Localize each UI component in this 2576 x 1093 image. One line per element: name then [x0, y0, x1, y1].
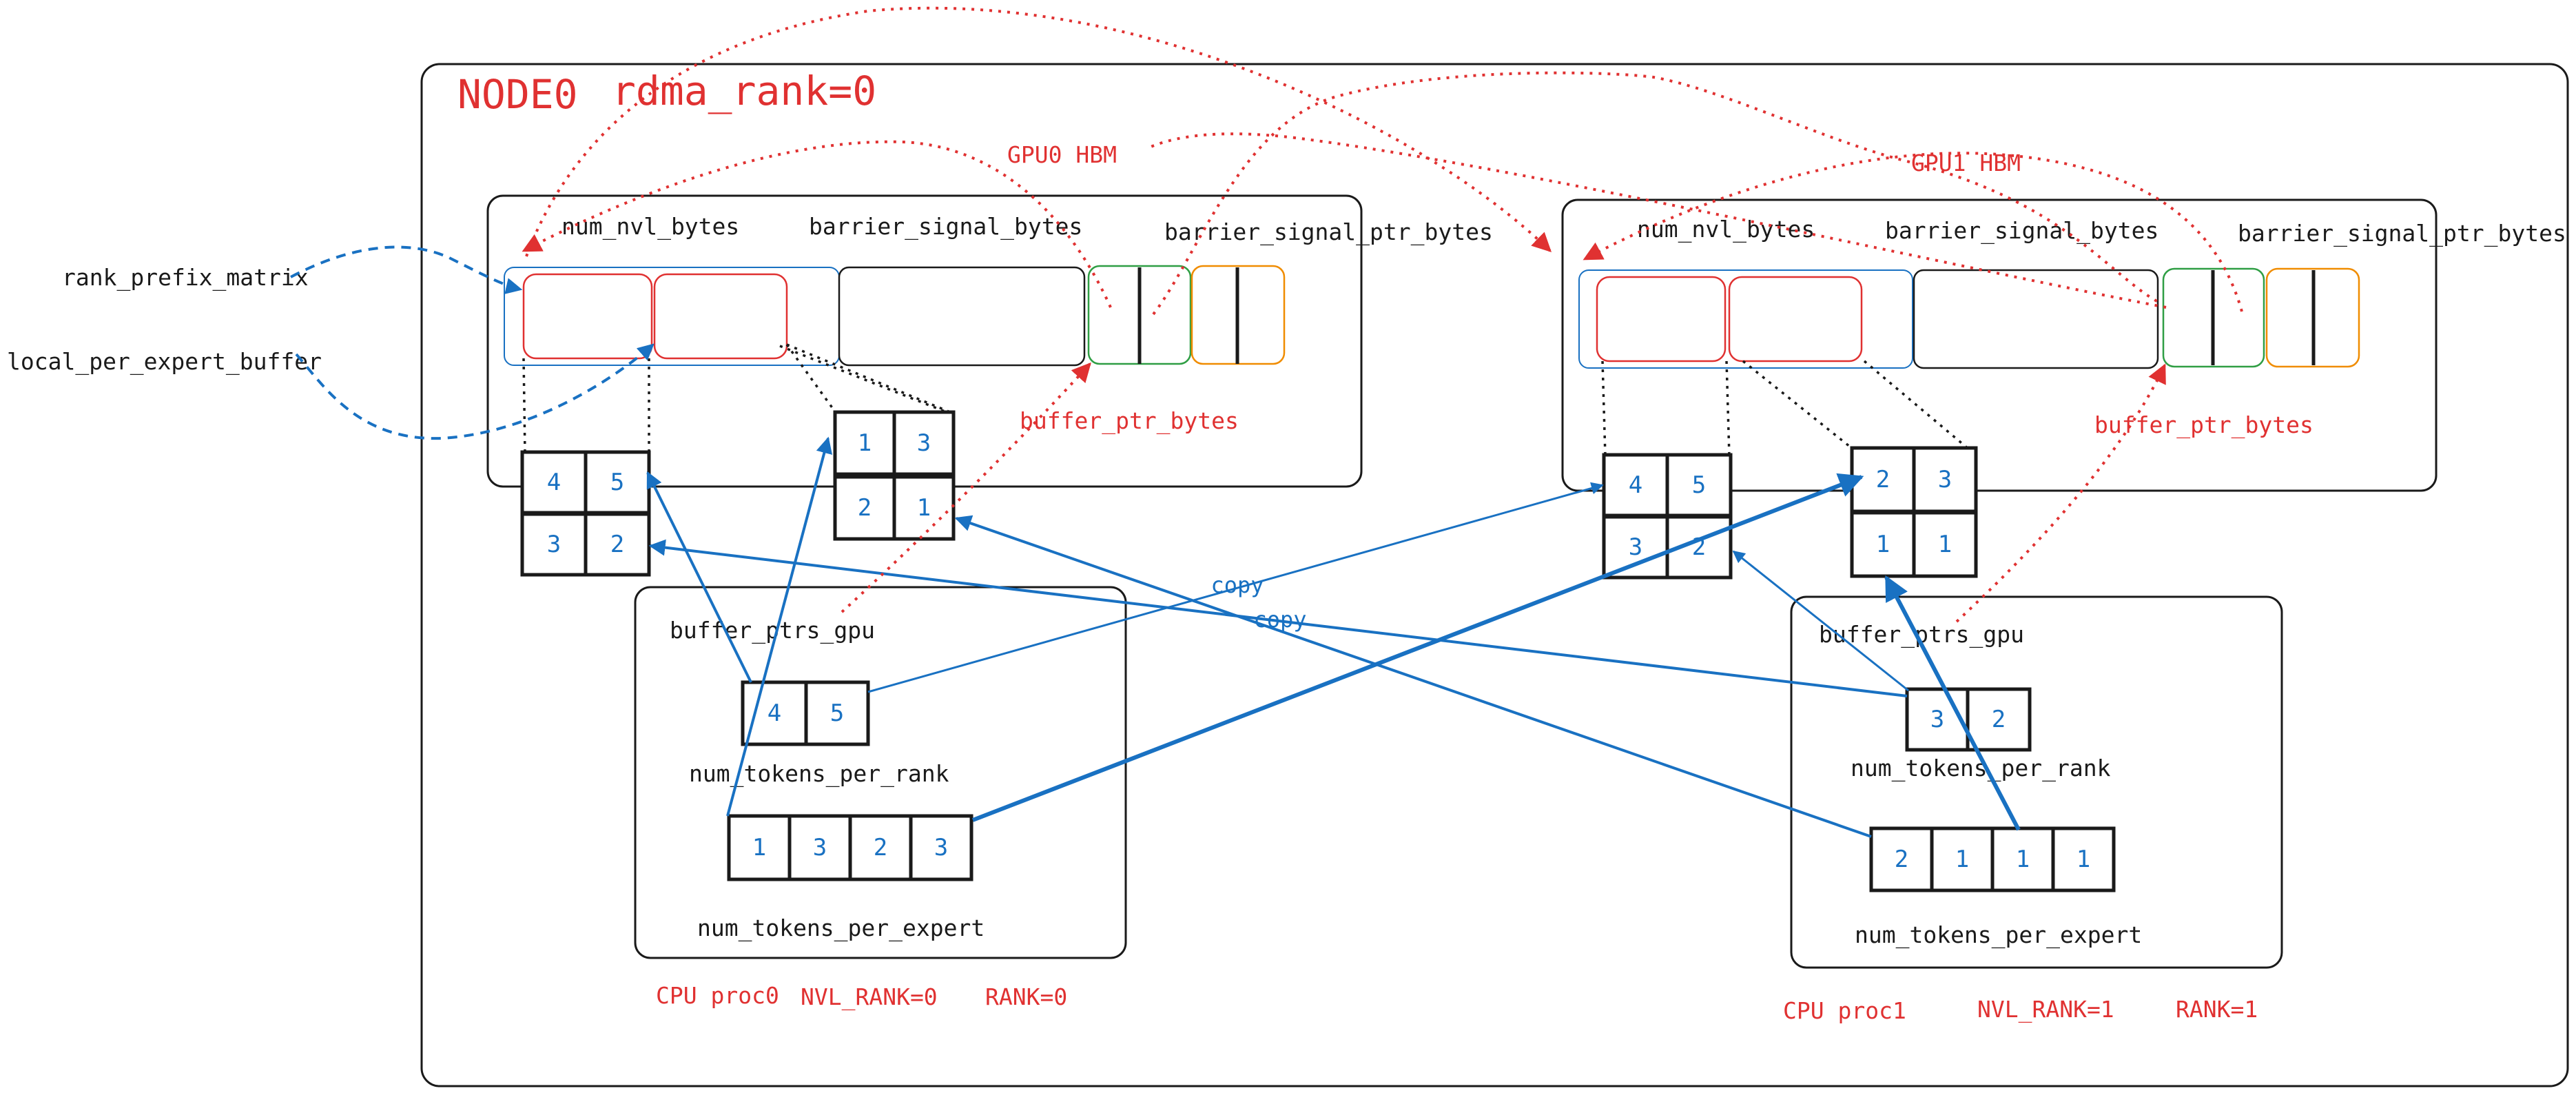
cpu0-ptrs-to-gpu0-buffer	[841, 362, 1091, 613]
gpu0-num-nvl-bytes-label: num_nvl_bytes	[561, 213, 739, 241]
gpu1-barrier-region	[1913, 269, 2159, 369]
gpu1-bufptr-to-gpu1-slot	[1583, 152, 2243, 312]
arrow-cpu1-rank-to-gpu1-a	[1732, 550, 1909, 692]
gpu1-matrix-a: 4 5 3 2	[1602, 453, 1733, 580]
cpu1-num-tokens-per-rank: 3 2	[1905, 687, 2032, 752]
gpu1-barrier-to-gpu0	[1148, 132, 2167, 309]
gpu1-barrier-signal-ptr-bytes-label: barrier_signal_ptr_bytes	[2238, 220, 2566, 247]
cpu0-buffer-ptrs-gpu-label: buffer_ptrs_gpu	[670, 617, 875, 644]
gpu1-matrix-a-cell-1: 5	[1692, 471, 1706, 499]
cpu1-ptrs-to-gpu1-buffer	[1955, 363, 2166, 623]
gpu1-nvl-slot-0	[1596, 276, 1727, 362]
cpu-proc0: buffer_ptrs_gpu num_tokens_per_rank num_…	[634, 586, 1127, 1011]
gpu0-matrix-b-cell-1: 3	[917, 429, 931, 457]
arrow-cpu0-expert-to-gpu0-b	[726, 436, 833, 817]
cpu0-rank-label: RANK=0	[985, 983, 1067, 1010]
gpu0-matrix-b: 1 3 2 1	[833, 410, 956, 541]
gpu0-matrix-b-cell-2: 2	[858, 494, 872, 522]
gpu0-matrix-a-cell-0: 4	[547, 469, 561, 496]
gpu1-matrix-b-cell-2: 1	[1876, 531, 1890, 558]
cpu0-expert-cell-1: 3	[813, 834, 827, 861]
gpu1-buffer-ptr-bytes-label: buffer_ptr_bytes	[2094, 411, 2314, 439]
gpu0-barrier-signal-ptr-bytes-label: barrier_signal_ptr_bytes	[1164, 218, 1493, 246]
gpu1-matrix-b-cell-1: 3	[1938, 466, 1952, 493]
cpu0-frame	[634, 586, 1127, 959]
red-dotted-pointers	[522, 6, 2243, 623]
copy-label-2: copy	[1253, 606, 1306, 633]
gpu1-matrix-a-cell-2: 3	[1629, 533, 1642, 561]
gpu0-matrix-a-cell-2: 3	[547, 531, 561, 558]
gpu1-matrix-b-cell-3: 1	[1938, 531, 1952, 558]
cpu1-proc-label: CPU proc1	[1783, 997, 1906, 1024]
cpu1-rank-cell-1: 2	[1992, 706, 2006, 733]
gpu0-title: GPU0 HBM	[1007, 141, 1117, 168]
gpu1-num-nvl-bytes-label: num_nvl_bytes	[1637, 216, 1815, 243]
gpu1-nvl-slot-1	[1728, 276, 1863, 362]
dotted-mapping-lines	[522, 343, 1970, 457]
arrow-cpu1-expert-to-gpu1-b	[1884, 575, 2021, 831]
cpu1-expert-cell-1: 1	[1955, 846, 1969, 873]
cpu0-nvl-rank-label: NVL_RANK=0	[801, 983, 938, 1011]
cpu0-num-tokens-per-expert: 1 3 2 3	[727, 814, 973, 881]
blue-copy-arrows	[646, 436, 2021, 838]
gpu0-barrier-signal-bytes-label: barrier_signal_bytes	[809, 213, 1082, 241]
gpu1-matrix-a-cell-0: 4	[1629, 471, 1642, 499]
gpu1-matrix-b-cell-0: 2	[1876, 466, 1890, 493]
gpu1-buffer-ptr-box	[2162, 267, 2265, 368]
rdma-rank-label: rdma_rank=0	[612, 68, 876, 114]
cpu0-num-tokens-per-rank-label: num_tokens_per_rank	[689, 760, 949, 788]
cpu1-rank-label: RANK=1	[2176, 996, 2258, 1023]
cpu1-expert-cell-2: 1	[2016, 846, 2030, 873]
arrow-cpu0-rank-to-gpu1-a	[867, 482, 1604, 693]
gpu0-nvl-slot-1	[653, 273, 788, 360]
cpu0-rank-cell-0: 4	[767, 699, 781, 727]
arrow-cpu0-rank-to-gpu0-a	[646, 471, 752, 683]
cpu1-expert-cell-0: 2	[1895, 846, 1908, 873]
cpu0-expert-cell-2: 2	[874, 834, 887, 861]
cpu1-num-tokens-per-expert-label: num_tokens_per_expert	[1855, 921, 2142, 949]
cpu0-num-tokens-per-expert-label: num_tokens_per_expert	[697, 915, 985, 942]
local-per-expert-buffer-curve	[295, 343, 655, 440]
cpu1-frame	[1790, 595, 2283, 969]
gpu0-matrix-a: 4 5 3 2	[520, 450, 651, 577]
cpu1-rank-cell-0: 3	[1930, 706, 1944, 733]
gpu0-hbm: GPU0 HBM num_nvl_bytes barrier_signal_by…	[486, 141, 1493, 488]
arrow-cpu0-expert-to-gpu1-b	[971, 473, 1864, 822]
gpu1-matrix-b: 2 3 1 1	[1850, 446, 1978, 578]
gpu0-bufptr-to-gpu0-slot	[522, 140, 1112, 308]
arrow-cpu1-rank-to-gpu0-a	[648, 539, 1908, 697]
gpu0-bufptr-to-gpu1-slot	[1152, 71, 2161, 316]
cpu0-expert-cell-0: 1	[752, 834, 766, 861]
gpu0-matrix-b-cell-0: 1	[858, 429, 872, 457]
gpu1-barrier-ptr-box	[2265, 267, 2360, 368]
gpu0-buffer-ptr-bytes-label: buffer_ptr_bytes	[1020, 407, 1239, 435]
gpu0-matrix-b-cell-3: 1	[917, 494, 931, 522]
cpu1-expert-cell-3: 1	[2077, 846, 2090, 873]
cpu1-nvl-rank-label: NVL_RANK=1	[1977, 996, 2114, 1023]
gpu0-matrix-a-cell-3: 2	[610, 531, 624, 558]
local-per-expert-buffer-label: local_per_expert_buffer	[7, 348, 322, 376]
cpu1-num-tokens-per-expert: 2 1 1 1	[1869, 826, 2116, 892]
node0-frame	[420, 63, 2569, 1087]
gpu0-matrix-a-cell-1: 5	[610, 469, 624, 496]
rank-prefix-matrix-curve	[290, 245, 523, 294]
gpu1-barrier-signal-bytes-label: barrier_signal_bytes	[1885, 217, 2158, 245]
gpu0-barrier-region	[838, 266, 1086, 367]
gpu1-hbm: GPU1 HBM num_nvl_bytes barrier_signal_by…	[1561, 150, 2566, 492]
left-blue-dashed-curves	[290, 245, 655, 440]
arrow-cpu1-expert-to-gpu0-b	[954, 515, 1872, 838]
gpu1-frame	[1561, 198, 2438, 492]
rank-prefix-matrix-label: rank_prefix_matrix	[62, 264, 309, 292]
cpu0-expert-cell-3: 3	[934, 834, 948, 861]
gpu1-nvl-region	[1578, 269, 1913, 369]
copy-label-1: copy	[1210, 572, 1264, 598]
cpu0-num-tokens-per-rank: 4 5	[741, 680, 870, 746]
cpu0-proc-label: CPU proc0	[656, 982, 779, 1009]
gpu0-nvl-slot-0	[522, 273, 653, 360]
cpu-proc1: buffer_ptrs_gpu num_tokens_per_rank num_…	[1783, 595, 2283, 1024]
cpu0-rank-cell-1: 5	[830, 699, 844, 727]
node-title: NODE0	[457, 71, 578, 118]
